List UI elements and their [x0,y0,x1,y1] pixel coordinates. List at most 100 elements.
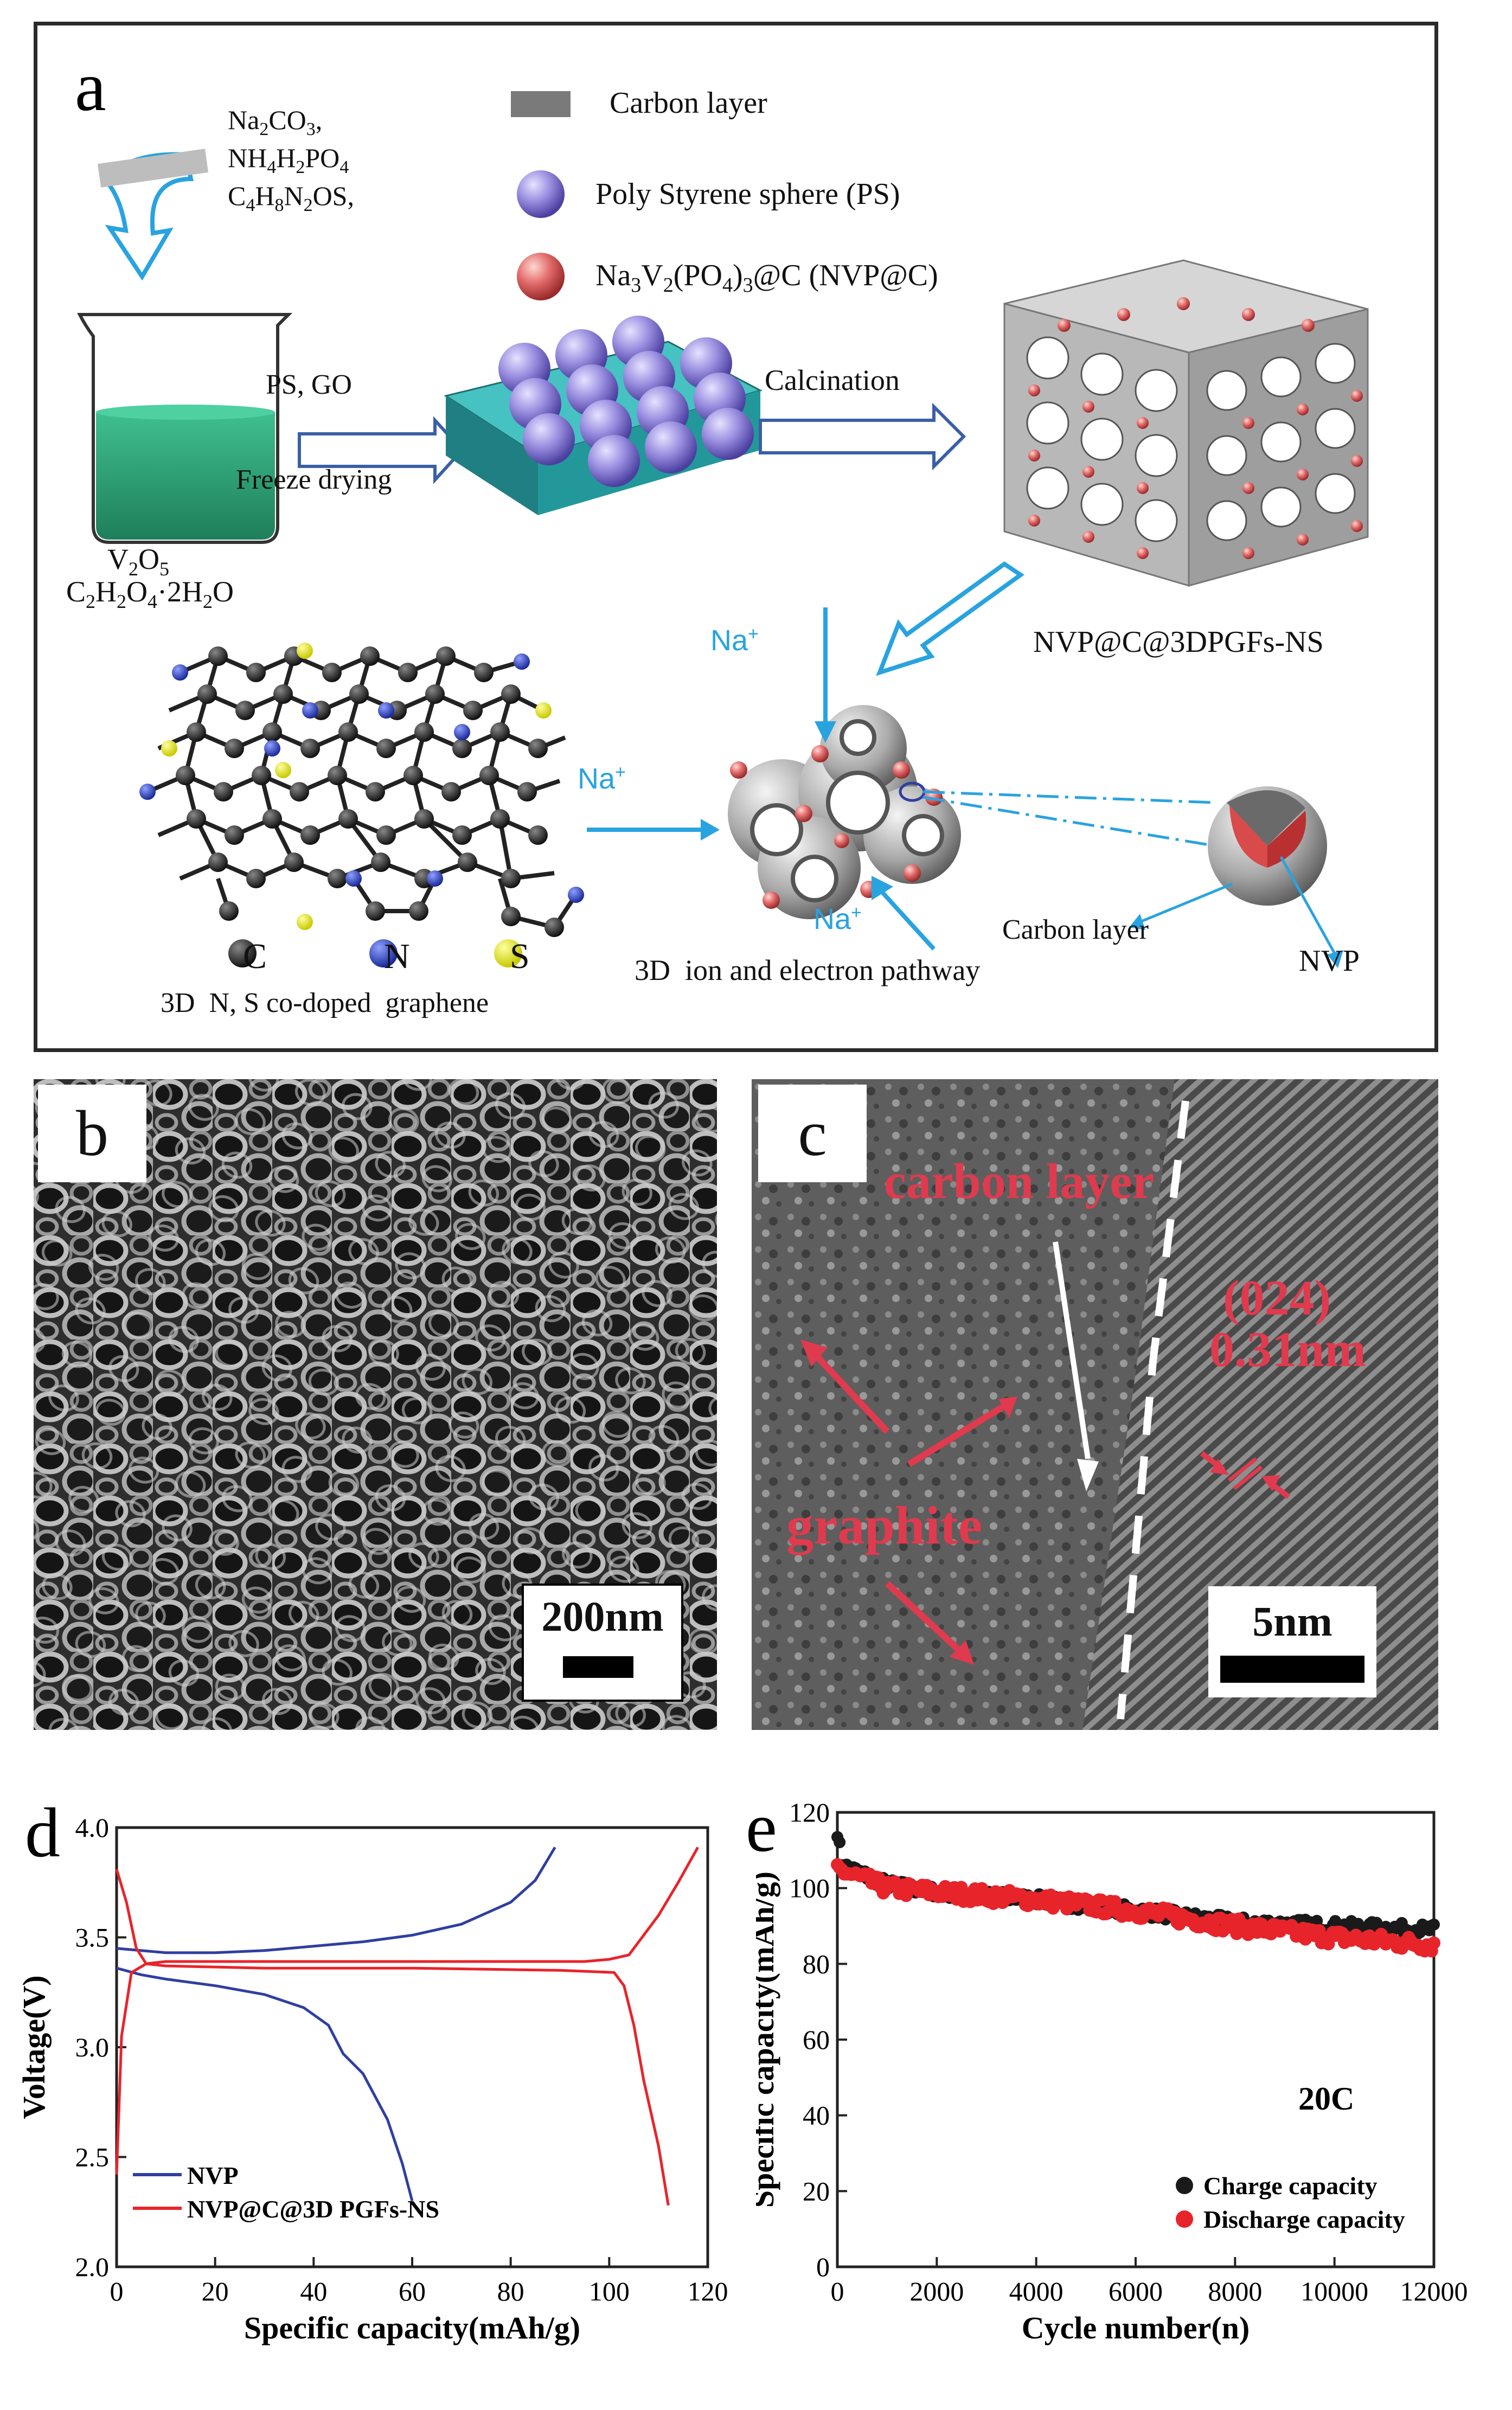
charge-point [834,1836,846,1849]
x-tick-label: 20 [202,2276,229,2306]
beaker-v2o5: V2O5 [107,543,169,580]
panel-b-scale-label: 200nm [541,1593,664,1640]
x-axis-label: Specific capacity(mAh/g) [244,2310,580,2345]
x-tick-label: 2000 [909,2276,964,2306]
ps-template-substrate [444,316,763,515]
y-tick-label: 4.0 [75,1812,110,1843]
na-ion-label-top: Na+ [710,624,759,657]
x-tick-label: 12000 [1400,2276,1468,2306]
y-tick-label: 3.0 [75,2032,110,2062]
x-tick-label: 100 [589,2276,630,2306]
panel-e-letter: e [746,1789,777,1867]
na-ion-arrow-bottom [878,888,936,951]
y-tick-label: 40 [803,2100,830,2131]
reagent-na2co3: Na2CO3, [228,105,323,139]
nvp-sphere-icon [517,253,565,300]
reagent-nh4h2po4: NH4H2PO4 [228,143,349,177]
y-tick-label: 2.0 [75,2252,110,2282]
graphite-annotation: graphite [786,1495,983,1555]
y-axis-label: Voltage(V) [16,1975,52,2119]
series-line-nvp-c-3d-pgfs-ns-discharge [115,1869,670,2206]
charge-point [1428,1918,1440,1931]
na-ion-label-left: Na+ [578,762,626,795]
graphene-legend-s: S [510,937,530,976]
y-axis-label: Specific capacity(mAh/g) [756,1871,780,2208]
panel-c-scalebar: 5nm [1208,1586,1376,1697]
x-tick-label: 4000 [1009,2276,1063,2306]
y-tick-label: 80 [803,1948,830,1979]
panel-c-tem-image [752,1079,1438,1730]
discharge-point [1108,1895,1122,1908]
ps-sphere-icon [517,170,565,218]
carbon-layer-swatch [511,91,571,117]
carbon-layer-pointer [1139,882,1233,924]
na-ion-label-bottom: Na+ [813,902,862,935]
x-tick-label: 40 [300,2276,327,2306]
panel-a-letter: a [75,48,106,126]
x-axis-label: Cycle number(n) [1022,2310,1250,2345]
x-tick-label: 0 [831,2276,844,2306]
y-tick-label: 0 [816,2252,830,2282]
discharge-point [1427,1936,1440,1950]
nitrogen-atom-icon [369,939,398,967]
legend-ps-label: Poly Styrene sphere (PS) [595,177,900,211]
legend-entry: Charge capacity [1203,2172,1378,2200]
inset-nvp-label: NVP [1299,944,1360,978]
product-label: NVP@C@3DPGFs-NS [1033,625,1324,659]
beaker-oxalic: C2H2O4·2H2O [66,575,234,612]
panel-b-letter: b [38,1085,146,1182]
panel-d-letter: d [25,1794,60,1872]
series-line-nvp-discharge [116,1966,414,2202]
y-tick-label: 20 [803,2176,830,2206]
x-tick-label: 60 [399,2276,426,2306]
legend-marker [1176,2210,1193,2228]
tem-texture [752,1079,1438,1730]
legend-carbon-layer-label: Carbon layer [610,86,767,120]
legend-marker [1176,2177,1193,2194]
y-tick-label: 100 [789,1873,830,1903]
x-tick-label: 6000 [1109,2276,1163,2306]
y-tick-label: 120 [789,1797,830,1828]
panel-c-scale-label: 5nm [1252,1598,1332,1645]
y-tick-label: 60 [803,2024,830,2055]
carbon-layer-annotation: carbon layer [884,1153,1155,1209]
panel-c-scale-bar [1220,1656,1364,1683]
series-line-nvp-c-3d-pgfs-ns-charge [115,1847,699,2175]
carbon-atom-icon [228,939,257,967]
sulfur-atom-icon [494,939,522,967]
transform-arrow [876,561,1025,676]
x-tick-label: 120 [688,2276,728,2306]
legend-entry: NVP@C@3D PGFs-NS [187,2195,439,2223]
panel-b-scale-bar [563,1656,633,1678]
nvp-pointer [1279,856,1337,956]
graphene-legend-c: C [243,937,267,976]
ion-electron-pathway [728,705,961,919]
panel-a-graphic [77,91,1369,968]
calcination-arrow [759,402,966,471]
plane-index: (024) [1223,1270,1331,1325]
step-calcination: Calcination [765,364,900,396]
y-tick-label: 3.5 [75,1922,110,1953]
reagent-thiourea: C4H8N2OS, [228,181,354,215]
graphene-caption: 3D N, S co-doped graphene [161,988,489,1018]
rate-label: 20C [1298,2081,1354,2117]
core-shell-particle [1208,786,1327,906]
lattice-spacing: 0.31nm [1209,1322,1366,1377]
legend-entry: Discharge capacity [1203,2206,1405,2233]
y-tick-label: 2.5 [75,2142,110,2172]
pathway-caption: 3D ion and electron pathway [635,954,981,986]
freeze-drying-arrow [298,416,465,484]
graphene-atoms [139,643,584,937]
porous-framework-cube [1003,259,1369,587]
step-freeze-drying: Freeze drying [236,464,392,495]
series-line-nvp-charge [116,1847,556,1954]
panel-b-scalebar: 200nm [522,1584,683,1702]
inset-carbon-layer-label: Carbon layer [1002,914,1149,945]
panel-c-letter: c [758,1085,867,1182]
x-tick-label: 0 [110,2276,124,2306]
x-tick-label: 80 [497,2276,524,2306]
legend-entry: NVP [187,2162,239,2189]
legend-nvp-label: Na3V2(PO4)3@C (NVP@C) [595,259,938,297]
